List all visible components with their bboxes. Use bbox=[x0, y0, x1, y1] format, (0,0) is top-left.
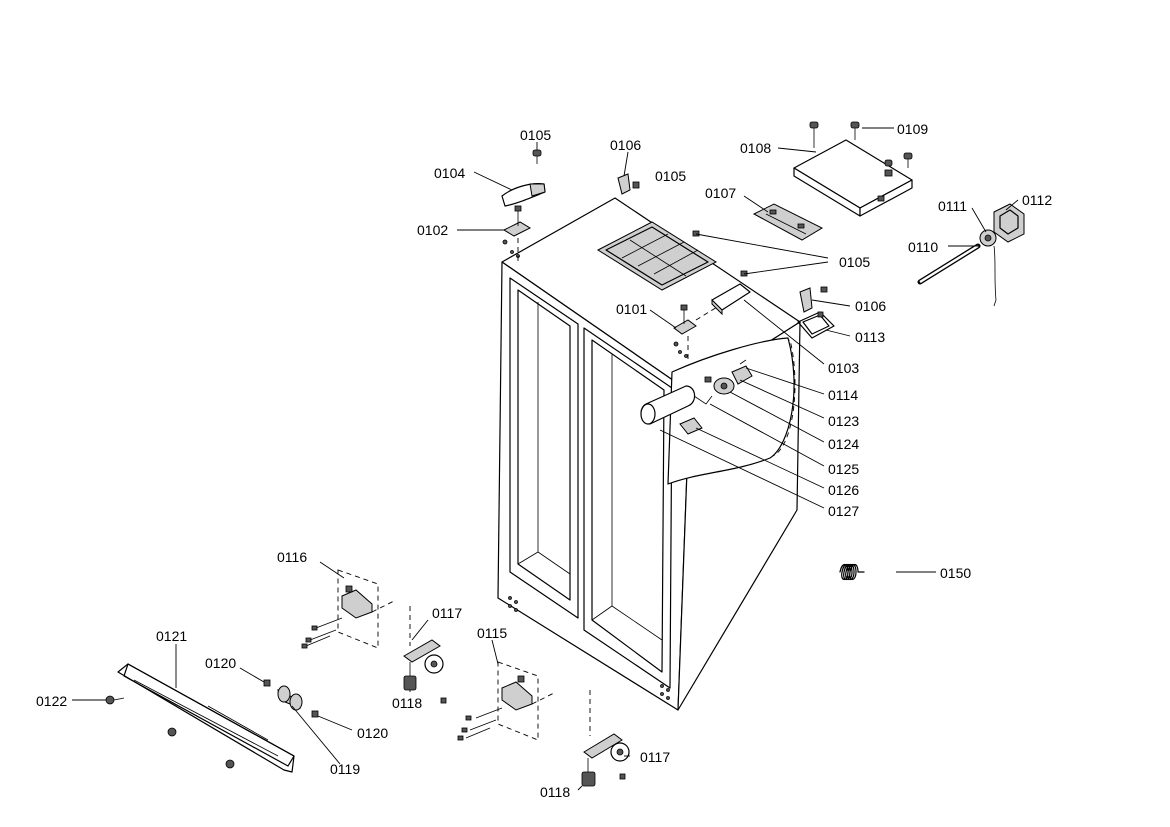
label-0127: 0127 bbox=[828, 503, 859, 519]
label-0125: 0125 bbox=[828, 461, 859, 477]
label-0101: 0101 bbox=[616, 301, 647, 317]
label-0109: 0109 bbox=[897, 121, 928, 137]
label-0118-left: 0118 bbox=[392, 695, 422, 711]
toe-kick-0121 bbox=[117, 663, 295, 773]
label-0105-right: 0105 bbox=[839, 254, 870, 270]
label-0123: 0123 bbox=[828, 413, 859, 429]
label-0106-top: 0106 bbox=[610, 137, 641, 153]
plate-0107 bbox=[752, 203, 824, 241]
clip-0106-top bbox=[617, 173, 640, 195]
label-0116: 0116 bbox=[277, 549, 307, 565]
label-0118-bottom: 0118 bbox=[540, 784, 570, 800]
label-0112: 0112 bbox=[1022, 192, 1052, 208]
label-0105-top-left: 0105 bbox=[520, 127, 551, 143]
label-0104: 0104 bbox=[434, 165, 465, 181]
hinge-arm-0117-left bbox=[403, 606, 447, 704]
label-0106-right: 0106 bbox=[855, 298, 886, 314]
label-0117-left: 0117 bbox=[432, 605, 462, 621]
rod-0110 bbox=[917, 243, 981, 285]
screw-0122 bbox=[105, 695, 235, 769]
hinge-bracket-top-left bbox=[502, 205, 532, 262]
cabinet-body bbox=[497, 197, 801, 711]
connector-0111 bbox=[979, 229, 997, 307]
label-0110: 0110 bbox=[908, 239, 938, 255]
spring-0150 bbox=[839, 563, 865, 581]
control-box-0108 bbox=[793, 139, 913, 217]
label-0124: 0124 bbox=[828, 436, 859, 452]
lower-hinge-0116 bbox=[301, 569, 397, 649]
fan-assembly bbox=[640, 359, 753, 435]
label-0115: 0115 bbox=[477, 625, 507, 641]
label-0107: 0107 bbox=[705, 185, 736, 201]
label-0102: 0102 bbox=[417, 222, 448, 238]
label-0105-top-center: 0105 bbox=[655, 168, 686, 184]
frame-0113 bbox=[797, 311, 835, 339]
lower-hinge-0115 bbox=[457, 661, 557, 741]
leader-lines bbox=[72, 127, 1019, 791]
label-0113: 0113 bbox=[855, 329, 885, 345]
hinge-arm-0117-bottom bbox=[581, 690, 630, 787]
foot-0119 bbox=[263, 679, 319, 718]
bracket-0112 bbox=[993, 203, 1025, 243]
label-0122: 0122 bbox=[36, 693, 67, 709]
label-0103: 0103 bbox=[828, 360, 859, 376]
part-labels: 0105 0104 0102 0106 0105 0108 0109 0107 … bbox=[36, 121, 1052, 800]
label-0121: 0121 bbox=[156, 628, 187, 644]
screw-0105-top-left bbox=[532, 149, 542, 164]
hinge-cover-right bbox=[711, 283, 751, 316]
screw-0109 bbox=[809, 121, 913, 168]
hinge-cover-left bbox=[501, 183, 546, 207]
label-0117-bottom: 0117 bbox=[640, 749, 670, 765]
label-0120-bottom: 0120 bbox=[357, 725, 388, 741]
label-0120-top: 0120 bbox=[205, 655, 236, 671]
hinge-bracket-top-center bbox=[673, 303, 723, 360]
label-0150: 0150 bbox=[940, 565, 971, 581]
label-0126: 0126 bbox=[828, 482, 859, 498]
label-0111: 0111 bbox=[938, 198, 967, 214]
clip-0106-right bbox=[799, 287, 813, 313]
label-0119: 0119 bbox=[330, 761, 360, 777]
label-0108: 0108 bbox=[740, 140, 771, 156]
label-0114: 0114 bbox=[828, 387, 858, 403]
